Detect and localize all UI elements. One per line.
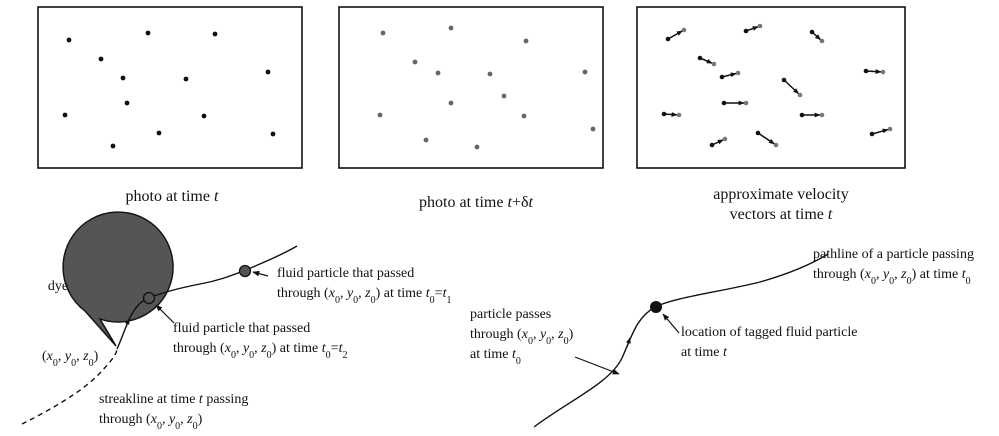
velocity-vector <box>743 23 763 34</box>
velocity-vector <box>755 130 779 148</box>
particle-t2-dot <box>142 291 156 305</box>
photo-frame <box>37 6 303 169</box>
velocity-vector <box>781 77 803 98</box>
velocity-vector <box>721 100 749 106</box>
photo-frame <box>338 6 604 169</box>
particle-t2-pointer-arrow <box>155 304 175 324</box>
dye-label: dye <box>48 279 68 294</box>
velocity-vector <box>869 126 893 137</box>
pathline-curve <box>533 253 829 428</box>
velocity-vector <box>809 29 825 44</box>
velocity-vector <box>697 55 717 67</box>
origin-label: (x0, y0, z0) <box>42 349 99 369</box>
velocity-vector <box>799 112 825 118</box>
panel-caption: photo at time t+δt <box>419 194 533 211</box>
passes-pointer-arrow <box>574 356 620 375</box>
particle-t1-pointer-arrow <box>252 270 269 277</box>
tagged-particle-dot <box>650 301 662 313</box>
velocity-vector <box>709 136 728 148</box>
velocity-vector <box>661 111 682 118</box>
panel-photo-t: photo at time t <box>37 6 303 205</box>
dye-source <box>62 211 174 347</box>
velocity-vector <box>863 68 886 75</box>
pathline-direction-arrow <box>626 337 631 348</box>
velocity-vectors <box>661 23 893 148</box>
panel-caption: photo at time t <box>126 188 219 205</box>
streakline-dashed-segment <box>21 348 118 425</box>
particle-t1-dot <box>238 264 252 278</box>
streakline-diagram: dye (x0, y0, z0) fluid particle that pas… <box>21 211 451 432</box>
tagged-pointer-arrow <box>662 313 680 334</box>
photo-frame <box>636 6 906 169</box>
particle-dots <box>377 25 596 150</box>
velocity-vector <box>665 27 687 42</box>
velocity-vector <box>719 70 741 80</box>
streakline-direction-arrow <box>124 318 130 328</box>
particle-dots <box>62 30 276 149</box>
streakline-curve <box>116 245 298 350</box>
panel-photo-t-plus-dt: photo at time t+δt <box>338 6 604 211</box>
